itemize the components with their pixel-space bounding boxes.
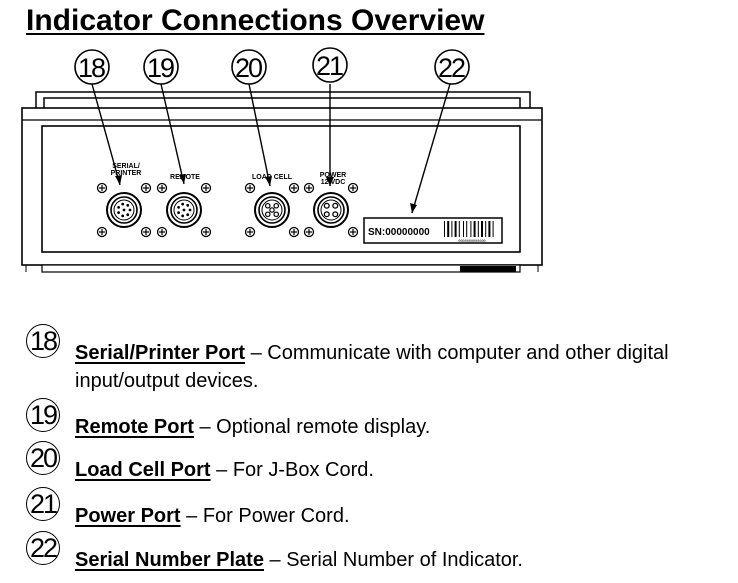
serial-number-plate [363,217,503,244]
legend-description: Serial Number Plate – Serial Number of I… [75,549,523,571]
serial-port-label: SERIAL/PRINTER [111,163,142,177]
barcode [444,221,494,237]
power-port-connector [313,192,349,228]
serial-port-connector [106,192,142,228]
callout-21: 21 [316,51,343,81]
callout-20: 20 [235,53,262,83]
barcode-digits: 0000000000000 [458,240,485,244]
legend-number: 20 [26,441,60,475]
callout-19: 19 [147,53,174,83]
legend-port-name: Serial/Printer Port [75,342,246,364]
legend-number: 18 [26,324,60,358]
legend-description: Power Port – For Power Cord. [75,505,350,527]
legend-number: 19 [26,398,60,432]
page-title: Indicator Connections Overview [26,4,485,37]
legend-port-name: Remote Port [75,416,194,438]
legend-number: 21 [26,487,60,521]
loadcell-port-connector [254,192,290,228]
callout-22: 22 [438,53,465,83]
remote-port-connector [166,192,202,228]
callout-18: 18 [78,53,105,83]
indicator-panel-diagram: SERIAL/PRINTER REMOTE LOAD CELL POWER12 … [21,47,543,273]
legend-description: Load Cell Port – For J-Box Cord. [75,459,374,481]
legend-port-name: Power Port [75,505,181,527]
enclosure-base [41,264,521,273]
base-foot [460,266,516,272]
legend-port-name: Load Cell Port [75,459,211,481]
legend-port-name: Serial Number Plate [75,549,264,571]
legend-number: 22 [26,531,60,565]
serial-number-text: SN:00000000 [368,227,430,238]
loadcell-port-label: LOAD CELL [252,174,293,181]
legend-description: Remote Port – Optional remote display. [75,416,431,438]
legend-description: Serial/Printer Port – Communicate with c… [75,342,669,392]
